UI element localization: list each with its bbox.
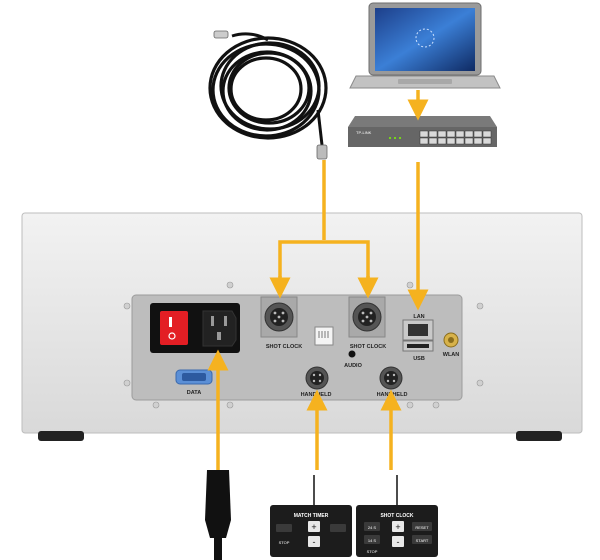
wlan-antenna-port[interactable]: WLAN	[443, 332, 460, 358]
shot-clock-plus-button[interactable]	[392, 521, 404, 532]
shot-clock-minus-button[interactable]	[392, 536, 404, 547]
match-timer-minus-button[interactable]	[308, 536, 320, 547]
audio-label: AUDIO	[344, 363, 362, 369]
handheld-left-label: HANDHELD	[301, 392, 332, 398]
audio-jack[interactable]: AUDIO	[344, 350, 363, 370]
shot-clock-port-right[interactable]: SHOT CLOCK	[348, 296, 386, 350]
shot-clock-24-button[interactable]	[364, 522, 380, 531]
shot-clock-minus-label: -	[397, 537, 400, 547]
power-switch[interactable]	[160, 311, 188, 345]
match-timer-minus-label: -	[313, 537, 316, 547]
shot-clock-reset-label: RESET	[415, 525, 429, 530]
shot-clock-plus-label: +	[395, 522, 400, 532]
wlan-label: WLAN	[443, 352, 460, 358]
match-timer-stop-label: STOP	[279, 540, 290, 545]
shot-clock-stop-label: STOP	[367, 549, 378, 554]
data-port[interactable]: DATA	[175, 369, 213, 396]
power-inlet	[150, 303, 240, 353]
match-timer-plus-label: +	[311, 522, 316, 532]
usb-port[interactable]: USB	[402, 340, 434, 362]
cable-split-line	[278, 240, 370, 285]
shot-clock-14-button[interactable]	[364, 535, 380, 544]
power-plug-icon	[205, 470, 231, 560]
lan-label: LAN	[413, 314, 424, 320]
shot-clock-port-left[interactable]: SHOT CLOCK	[260, 296, 302, 350]
network-switch-icon: TP-LINK	[348, 116, 497, 147]
shot-clock-reset-button[interactable]	[412, 522, 432, 531]
switch-brand-label: TP-LINK	[356, 130, 372, 135]
shot-clock-left-label: SHOT CLOCK	[266, 344, 302, 350]
shot-clock-start-button[interactable]	[412, 535, 432, 544]
coiled-cable-image	[208, 30, 328, 160]
lan-port[interactable]: LAN	[402, 314, 434, 341]
shot-clock-start-label: START	[416, 538, 429, 543]
shot-clock-24-label: 24 S	[368, 525, 377, 530]
usb-label: USB	[413, 356, 425, 362]
shot-clock-remote: SHOT CLOCK 24 S 14 S + - RESET START STO…	[356, 475, 438, 557]
connection-lines	[207, 90, 429, 470]
match-timer-remote: MATCH TIMER + - STOP	[270, 475, 352, 557]
data-label: DATA	[187, 390, 201, 396]
match-timer-title: MATCH TIMER	[294, 513, 329, 519]
handheld-right-label: HANDHELD	[377, 392, 408, 398]
phone-jack[interactable]	[314, 326, 334, 346]
laptop-icon	[349, 2, 501, 89]
shot-clock-right-label: SHOT CLOCK	[350, 344, 386, 350]
shot-clock-14-label: 14 S	[368, 538, 377, 543]
match-timer-plus-button[interactable]	[308, 521, 320, 532]
shot-clock-remote-title: SHOT CLOCK	[380, 513, 413, 519]
